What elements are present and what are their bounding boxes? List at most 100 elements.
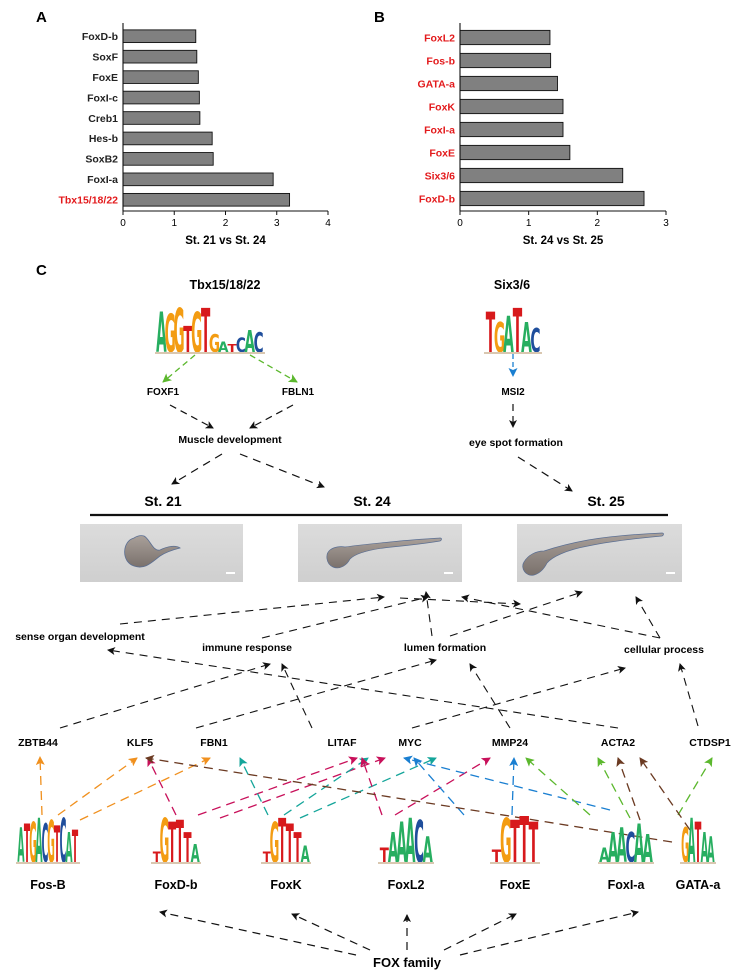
bar-soxb2 [122,152,214,166]
motif-letter: C [236,335,246,357]
motif-letter: C [42,813,49,874]
arrow-acta2-sense [107,647,619,729]
category-label: FoxI-a [424,124,455,136]
arrow-foxl2-litaf [360,757,383,816]
factor-gata-a: GATA-a [676,878,722,892]
arrow-myc-cellular [411,666,626,729]
bar-six3-6 [459,167,624,184]
motif-letter: T [201,297,210,367]
motif-title-tbx: Tbx15/18/22 [190,278,261,292]
x-tick-label: 2 [595,218,601,229]
factor-foxd-b: FoxD-b [154,878,197,892]
category-label: Creb1 [88,113,118,125]
function-lumen: lumen formation [404,642,486,654]
fox-family-label: FOX family [373,955,442,970]
motif-letter: A [634,815,644,875]
motif-letter: T [263,850,271,866]
motif-letter: T [183,825,191,873]
embryo-image-st21 [80,524,243,582]
category-label: FoxE [429,147,455,159]
motif-letter: A [191,839,200,868]
larva-st24 [326,537,442,569]
category-label: FoxD-b [82,31,118,43]
arrow-gataa-acta2-b [616,757,641,821]
motif-letter: A [701,825,709,873]
arrow-foxia-acta2 [597,757,631,819]
motif-letter: T [293,825,301,873]
arrow-foxe-myc [413,757,465,816]
bar-soxf [122,49,198,64]
gene-klf5: KLF5 [127,737,153,749]
function-sense-organ: sense organ development [15,631,145,643]
motif-letter: G [174,297,185,367]
x-tick-label: 4 [325,218,331,229]
fox-family-arrows [159,909,639,956]
motif-letter: T [510,808,520,875]
motif-letter: C [625,824,635,872]
category-label: FoxI-c [87,92,118,104]
arrow-foxk-fbn1 [239,757,269,816]
arrow-fosb-fbn1 [79,757,211,821]
gene-ctdsp1: CTDSP1 [689,737,731,749]
arrow-muscle-st21 [171,453,223,485]
motif-letter: G [47,808,55,876]
category-label: Hes-b [89,133,118,145]
bar-foxd-b [122,29,197,44]
arrow-foxk-myc [299,757,437,819]
motif-letter: A [65,825,72,873]
scale-bar-st24 [444,572,453,574]
process-eye-spot: eye spot formation [469,437,563,449]
motif-letter: T [695,812,702,876]
bar-foxi-a [122,172,274,187]
motif-letter: G [681,819,689,873]
category-label: SoxF [92,51,118,63]
motif-letter: T [54,818,60,875]
motif-letter: T [380,845,390,867]
bar-fos-b [459,52,552,69]
motif-letter: A [397,813,407,876]
factor-foxl2: FoxL2 [388,878,425,892]
bar-foxi-c [122,90,200,105]
motif-letter: T [24,813,30,874]
gene-function-arrows [59,647,699,729]
arrow-foxia-mmp24 [525,757,591,816]
factor-fos-b: Fos-B [30,878,65,892]
motif-letter: C [530,321,540,360]
x-axis-title: St. 24 vs St. 25 [523,235,604,247]
motif-letter: T [286,814,294,875]
motif-letter: A [17,819,24,873]
motif-letter: G [191,303,202,366]
motif-letter: A [35,807,42,877]
x-tick-label: 1 [526,218,532,229]
motif-letter: G [160,806,170,877]
motif-letter: T [513,297,522,367]
arrow-eye-st25 [517,456,573,492]
arrow-foxe-mmp24 [509,757,519,816]
bar-foxl2 [459,29,551,46]
scale-bar-st25 [666,572,675,574]
x-tick-label: 1 [171,218,177,229]
arrow-mmp24-lumen [469,663,511,729]
factor-foxi-a: FoxI-a [608,878,646,892]
arrow-foxia-myc [403,755,611,811]
x-tick-label: 2 [223,218,229,229]
arrow-fosb-klf5 [57,757,138,816]
motif-letter: A [301,843,310,868]
category-label: Six3/6 [425,170,456,182]
arrow-fbln1-muscle [249,404,294,429]
motif-letter: A [617,820,627,874]
gene-mmp24: MMP24 [492,737,528,749]
motif-letter: A [521,314,532,362]
motif-letter: A [244,324,255,360]
x-tick-label: 3 [663,218,669,229]
stage-label-25: St. 25 [587,493,625,509]
bar-tbx15-18-22 [122,192,291,207]
arrow-tbx-foxf1 [162,354,196,383]
